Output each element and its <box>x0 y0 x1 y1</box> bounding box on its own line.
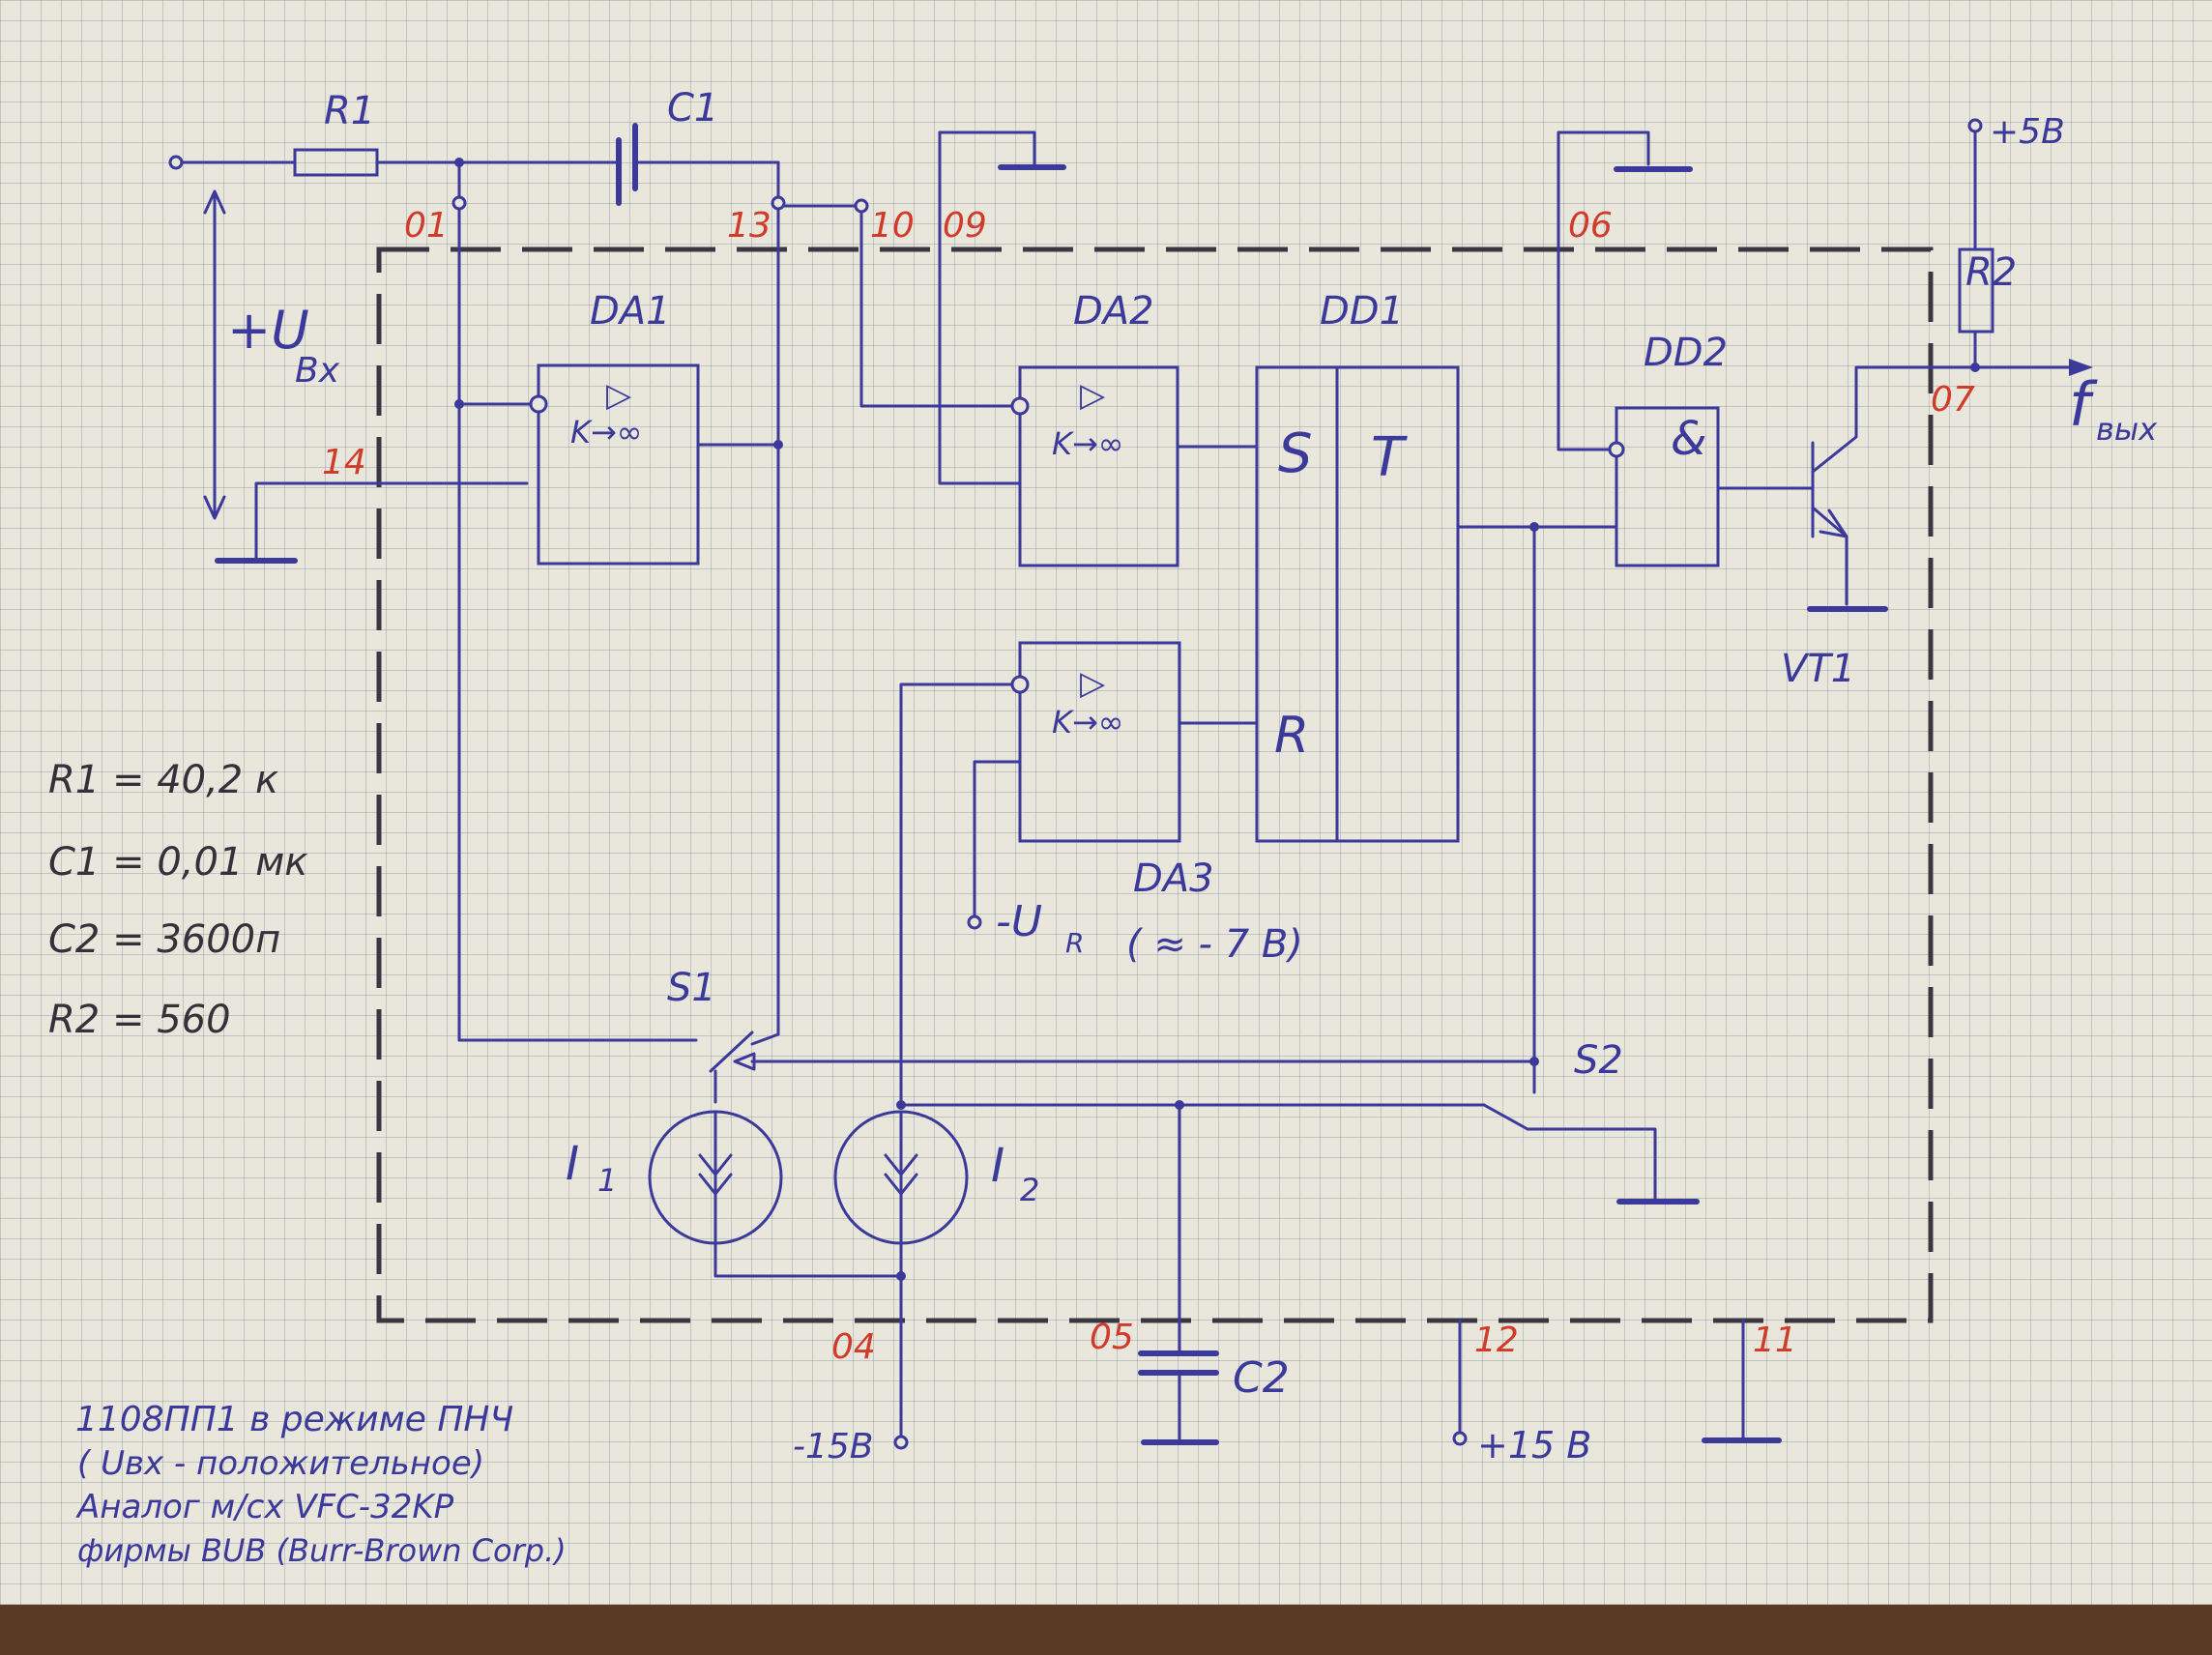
pin-06: 06 <box>1568 206 1613 246</box>
label-r1: R1 <box>324 89 375 133</box>
label-vt1: VT1 <box>1781 647 1855 691</box>
label-plus15: +15 В <box>1477 1424 1591 1466</box>
value-c2: C2 = 3600п <box>48 917 280 962</box>
output-arrow <box>2069 359 2093 376</box>
pin-13-node <box>771 195 786 211</box>
supply-pins <box>1452 1319 1782 1446</box>
capacitor-c2 <box>1138 1103 1219 1445</box>
flipflop-dd1 <box>1255 365 1618 1066</box>
pin-10-node <box>854 198 869 214</box>
value-r1: R1 = 40,2 к <box>48 758 278 802</box>
note-line-2: ( Uвх - положительное) <box>77 1444 484 1483</box>
pin-07: 07 <box>1931 380 1975 420</box>
label-minus15: -15В <box>793 1427 874 1466</box>
label-s2: S2 <box>1574 1038 1623 1083</box>
amp-triangle: ▷ <box>1080 376 1106 415</box>
label-da1: DA1 <box>590 289 671 334</box>
note-line-4: фирмы BUB (Burr-Brown Corp.) <box>77 1532 567 1569</box>
pin-01: 01 <box>404 206 449 246</box>
label-plus5: +5В <box>1990 112 2065 152</box>
label-r2: R2 <box>1965 250 2017 295</box>
label-s1: S1 <box>667 966 716 1010</box>
label-dd2: DD2 <box>1644 331 1728 375</box>
label-c2: C2 <box>1233 1353 1290 1403</box>
label-i2: I <box>991 1139 1004 1193</box>
label-i2-sub: 2 <box>1020 1172 1039 1208</box>
plus15-terminal[interactable] <box>1452 1431 1468 1446</box>
label-dd1: DD1 <box>1320 289 1404 334</box>
pin-12: 12 <box>1474 1321 1519 1360</box>
chip-outline <box>376 247 1934 1323</box>
input-terminal[interactable] <box>168 155 184 170</box>
pin-10: 10 <box>870 206 915 246</box>
value-r2: R2 = 560 <box>48 998 231 1042</box>
label-ur: -U <box>996 897 1042 946</box>
amp-gain: K→∞ <box>1052 425 1123 462</box>
ur-terminal[interactable] <box>967 915 982 930</box>
input-network <box>168 123 869 1042</box>
ff-t-label: T <box>1371 426 1408 489</box>
label-uin: +U <box>227 300 309 361</box>
amp-gain: K→∞ <box>1052 704 1123 740</box>
amplifier-da2 <box>859 131 1259 567</box>
gate-and-symbol: & <box>1671 412 1706 466</box>
pin-05: 05 <box>1090 1318 1134 1357</box>
minus15-terminal[interactable] <box>893 1435 909 1450</box>
note-line-3: Аналог м/сх VFC-32KP <box>75 1488 454 1526</box>
label-uin-sub: Bx <box>295 351 340 391</box>
label-ur-note: ( ≈ - 7 В) <box>1126 922 1303 967</box>
pin-04: 04 <box>831 1327 876 1367</box>
pin-14: 14 <box>322 443 366 482</box>
current-sources <box>648 1110 969 1450</box>
ff-s-input: S <box>1278 422 1313 485</box>
amplifier-da3 <box>899 641 1259 1107</box>
label-fout: f <box>2069 369 2098 440</box>
resistor-r1 <box>293 148 379 177</box>
pin-01-node <box>451 195 467 211</box>
amp-gain: K→∞ <box>570 414 642 450</box>
graph-paper <box>0 0 2212 1605</box>
label-ur-sub: R <box>1065 927 1084 959</box>
label-i1-sub: 1 <box>597 1162 617 1199</box>
switches <box>457 1031 1700 1205</box>
amp-triangle: ▷ <box>606 376 632 415</box>
label-da2: DA2 <box>1073 289 1154 334</box>
transistor-vt1 <box>1807 118 2093 612</box>
amp-triangle: ▷ <box>1080 664 1106 703</box>
label-i1: I <box>566 1137 579 1191</box>
plus5-terminal[interactable] <box>1967 118 1983 133</box>
label-c1: C1 <box>667 86 718 131</box>
gate-dd2 <box>1557 131 1815 567</box>
note-line-1: 1108ПП1 в режиме ПНЧ <box>75 1400 513 1439</box>
ff-r-input: R <box>1274 707 1309 765</box>
pin-13: 13 <box>727 206 771 246</box>
label-fout-sub: вых <box>2096 411 2158 448</box>
label-da3: DA3 <box>1133 857 1214 901</box>
value-c1: C1 = 0,01 мк <box>48 840 307 885</box>
pin-09: 09 <box>943 206 987 246</box>
amplifier-da1 <box>454 207 783 1036</box>
pin-11: 11 <box>1753 1321 1797 1360</box>
